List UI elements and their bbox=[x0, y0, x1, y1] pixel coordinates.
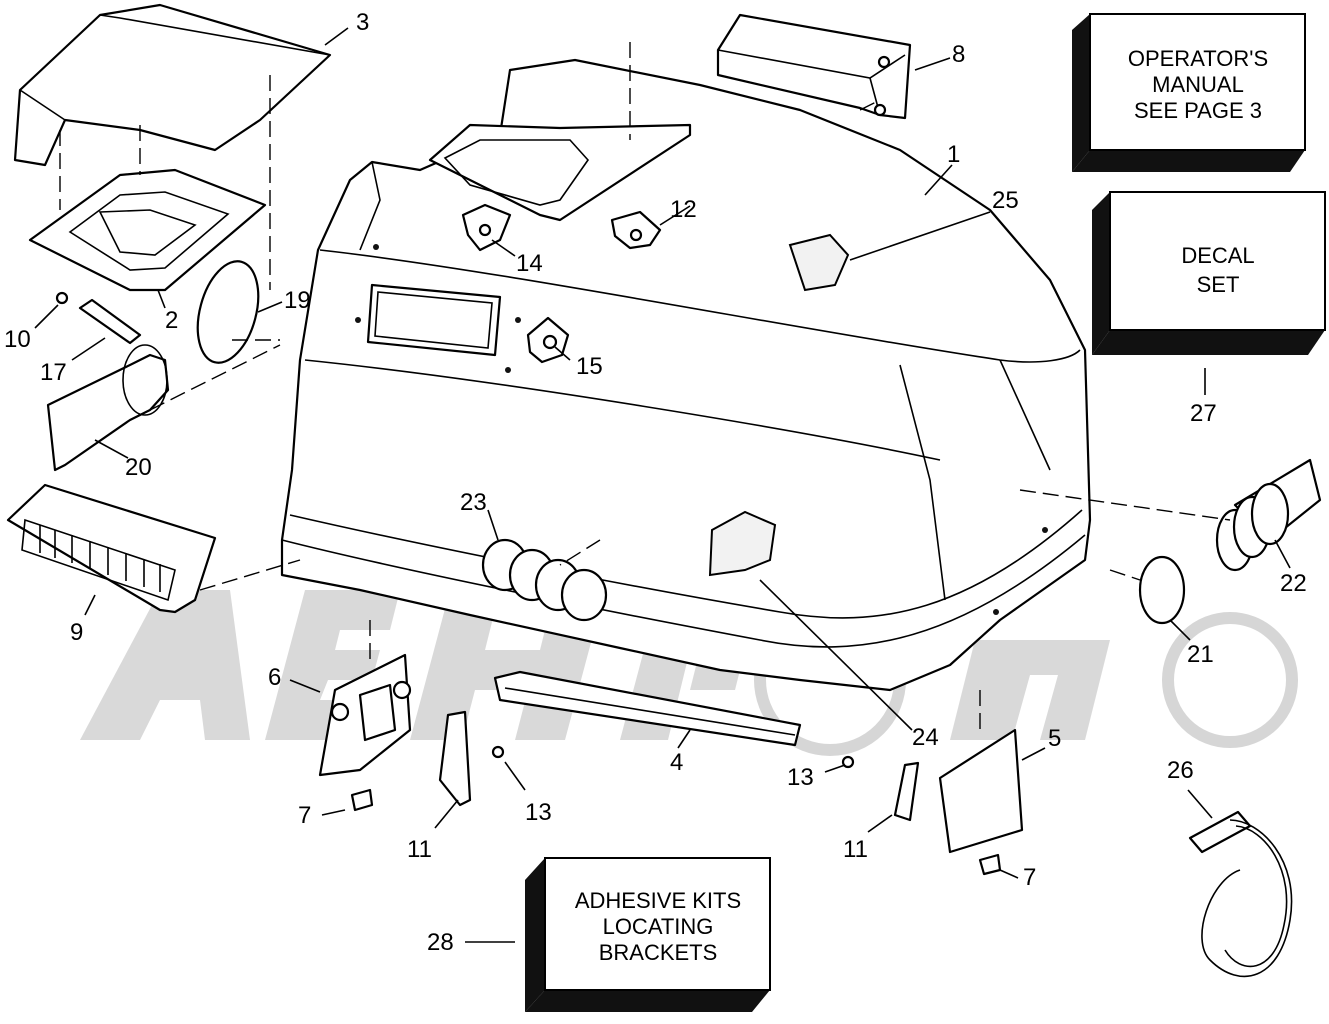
callout-22: 22 bbox=[1280, 570, 1307, 597]
callout-20: 20 bbox=[125, 454, 152, 481]
callout-8: 8 bbox=[952, 41, 965, 68]
callout-19: 19 bbox=[284, 287, 311, 314]
engine-cover bbox=[280, 58, 1092, 692]
grille-plate bbox=[28, 168, 267, 292]
callout-14: 14 bbox=[516, 250, 543, 277]
callout-3: 3 bbox=[356, 9, 369, 36]
right-side-parts bbox=[1138, 458, 1322, 625]
callout-24: 24 bbox=[912, 724, 939, 751]
adhesive-kits-line2: LOCATING bbox=[603, 914, 714, 939]
decal-set-line1: DECAL bbox=[1181, 243, 1254, 268]
upper-grille bbox=[716, 13, 912, 120]
callout-13-right: 13 bbox=[787, 764, 814, 791]
callout-2: 2 bbox=[165, 307, 178, 334]
front-grille bbox=[6, 483, 217, 614]
operators-manual-line2: MANUAL bbox=[1152, 72, 1244, 97]
callout-15: 15 bbox=[576, 353, 603, 380]
callout-4: 4 bbox=[670, 749, 683, 776]
callout-13-left: 13 bbox=[525, 799, 552, 826]
adhesive-kits-line3: BRACKETS bbox=[599, 940, 718, 965]
adhesive-kits-line1: ADHESIVE KITS bbox=[575, 888, 741, 913]
operators-manual-line3: SEE PAGE 3 bbox=[1134, 98, 1262, 123]
plugs bbox=[481, 538, 608, 622]
callout-7-left: 7 bbox=[298, 802, 311, 829]
callout-12: 12 bbox=[670, 196, 697, 223]
sensor-cable bbox=[1188, 810, 1293, 978]
callout-21: 21 bbox=[1187, 641, 1214, 668]
decal-set-box: DECAL SET bbox=[1092, 191, 1326, 355]
top-cover bbox=[13, 3, 332, 167]
foam-pads bbox=[708, 233, 850, 577]
callout-28: 28 bbox=[427, 929, 454, 956]
decal-set-line2: SET bbox=[1197, 272, 1240, 297]
callout-6: 6 bbox=[268, 664, 281, 691]
callout-23: 23 bbox=[460, 489, 487, 516]
callout-27: 27 bbox=[1190, 400, 1217, 427]
callout-17: 17 bbox=[40, 359, 67, 386]
callout-1: 1 bbox=[947, 141, 960, 168]
operators-manual-box: OPERATOR'S MANUAL SEE PAGE 3 bbox=[1072, 13, 1306, 172]
operators-manual-line1: OPERATOR'S bbox=[1128, 46, 1268, 71]
lower-brackets bbox=[318, 653, 1024, 876]
callout-7-right: 7 bbox=[1023, 864, 1036, 891]
callout-25: 25 bbox=[992, 187, 1019, 214]
explode-lines bbox=[59, 42, 1231, 730]
callout-9: 9 bbox=[70, 619, 83, 646]
callout-10: 10 bbox=[4, 326, 31, 353]
callouts: 3 8 1 25 12 14 15 19 2 10 17 20 9 27 23 … bbox=[4, 9, 1307, 956]
cover-latches bbox=[461, 203, 662, 364]
leader-lines bbox=[34, 27, 1291, 943]
callout-26: 26 bbox=[1167, 757, 1194, 784]
left-side-parts bbox=[46, 260, 260, 472]
callout-11-left: 11 bbox=[407, 836, 432, 863]
callout-5: 5 bbox=[1048, 725, 1061, 752]
callout-11-right: 11 bbox=[843, 836, 868, 863]
adhesive-kits-box: ADHESIVE KITS LOCATING BRACKETS bbox=[525, 857, 771, 1012]
